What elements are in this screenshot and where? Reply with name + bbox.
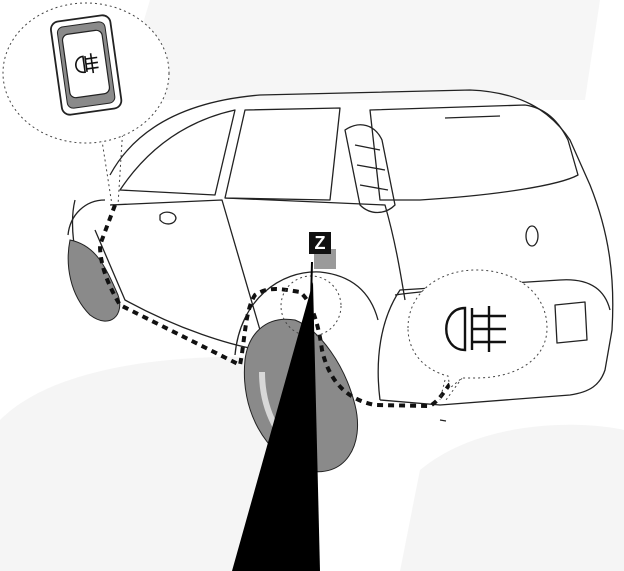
rear-fog-light-callout-bubble [408,270,547,388]
fog-light-switch-icon [50,14,122,115]
switch-callout-bubble [3,3,169,143]
connector-label-z: Z [309,232,331,254]
connector-pointer-line [311,262,312,300]
front-tire [68,240,120,321]
